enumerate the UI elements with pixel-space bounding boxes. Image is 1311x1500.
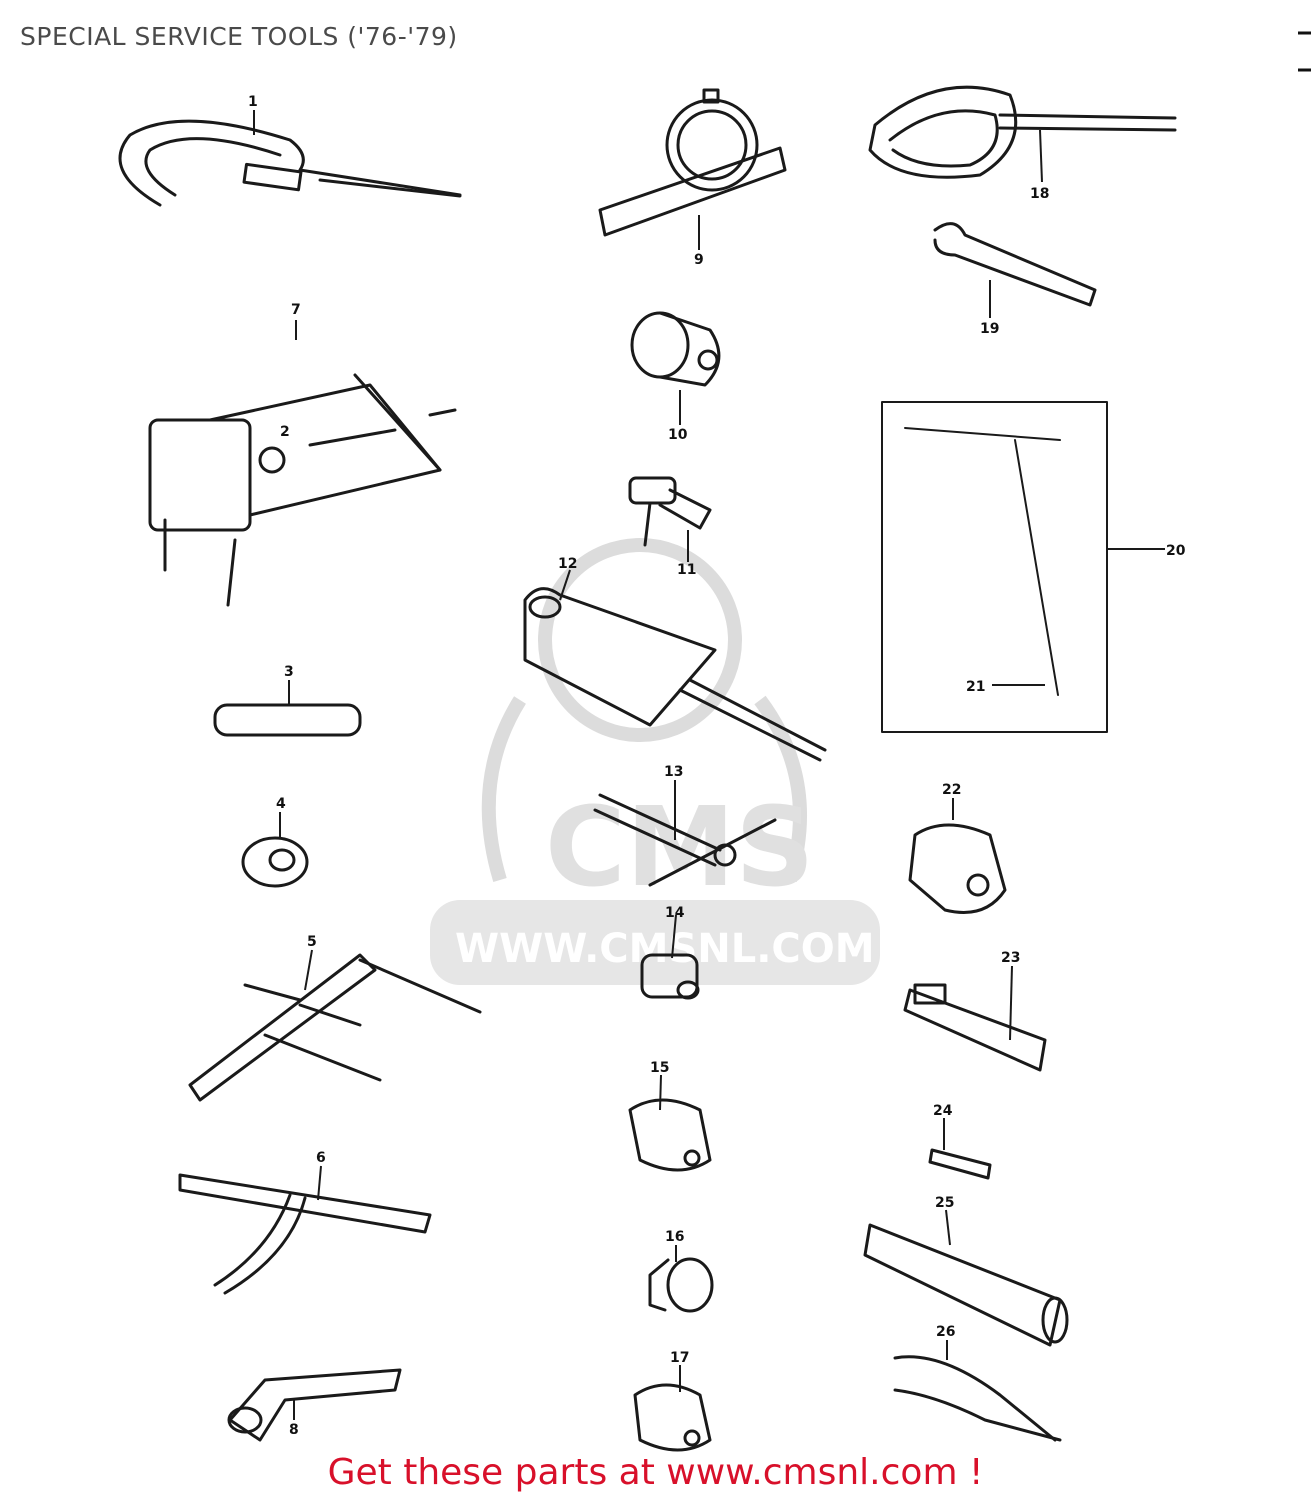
part-ref-label: 12 (558, 556, 577, 572)
tool-1-drawing (118, 119, 462, 207)
watermark-logo-text: CMS (545, 783, 814, 911)
tool-19-drawing (933, 222, 1097, 307)
tool-11-drawing (628, 476, 712, 547)
part-ref-label: 21 (966, 679, 985, 695)
tool-20-frame (881, 401, 1108, 733)
tool-10-drawing (630, 311, 721, 387)
part-ref-label: 22 (942, 782, 961, 798)
edge-marks (1298, 31, 1311, 72)
part-ref-label: 19 (980, 321, 999, 337)
part-ref-label: 15 (650, 1060, 669, 1076)
tool-25-drawing (863, 1223, 1069, 1347)
watermark-logo (430, 538, 880, 985)
page-title: SPECIAL SERVICE TOOLS ('76-'79) (20, 22, 458, 51)
watermark-url-text: WWW.CMSNL.COM (455, 926, 875, 972)
part-ref-label: 24 (933, 1103, 953, 1119)
tool-16-drawing (648, 1257, 714, 1313)
tool-26-drawing (893, 1355, 1062, 1442)
tool-15-drawing (628, 1098, 712, 1172)
part-labels: 1 2 3 4 5 6 7 8 9 10 11 12 13 14 15 16 1… (248, 94, 1186, 1438)
leader-lines (253, 110, 1165, 1420)
tool-4-drawing (241, 836, 309, 888)
part-ref-label: 8 (289, 1422, 299, 1438)
part-ref-label: 16 (665, 1229, 684, 1245)
part-ref-label: 2 (280, 424, 290, 440)
part-ref-label: 11 (677, 562, 696, 578)
tool-14-drawing (640, 953, 700, 1000)
part-ref-label: 5 (307, 934, 317, 950)
part-ref-label: 6 (316, 1150, 326, 1166)
tool-18-drawing (868, 85, 1177, 179)
tool-5-drawing (188, 953, 482, 1102)
part-ref-label: 25 (935, 1195, 954, 1211)
part-ref-label: 10 (668, 427, 688, 443)
part-ref-label: 3 (284, 664, 294, 680)
tool-17-drawing (633, 1383, 712, 1452)
part-ref-label: 23 (1001, 950, 1020, 966)
tool-9-drawing (598, 88, 787, 237)
part-ref-label: 17 (670, 1350, 689, 1366)
tool-drawings (118, 85, 1177, 1452)
tool-13-drawing (593, 793, 777, 887)
tool-3-drawing (213, 703, 362, 737)
tool-7-drawing (148, 373, 457, 607)
part-ref-label: 9 (694, 252, 704, 268)
tool-23-drawing (903, 983, 1047, 1072)
tool-20-21-drawing (904, 427, 1061, 696)
part-ref-label: 26 (936, 1324, 955, 1340)
part-ref-label: 18 (1030, 186, 1049, 202)
part-ref-label: 1 (248, 94, 258, 110)
part-ref-label: 14 (665, 905, 685, 921)
tool-12-drawing (523, 587, 827, 762)
tool-6-drawing (178, 1173, 432, 1295)
footer-link[interactable]: Get these parts at www.cmsnl.com ! (327, 1452, 984, 1493)
tool-24-drawing (928, 1148, 992, 1180)
part-ref-label: 4 (276, 796, 286, 812)
tool-8-drawing (227, 1368, 402, 1442)
part-ref-label: 13 (664, 764, 683, 780)
part-ref-label: 7 (291, 302, 301, 318)
part-ref-label: 20 (1166, 543, 1186, 559)
tool-22-drawing (908, 823, 1007, 914)
